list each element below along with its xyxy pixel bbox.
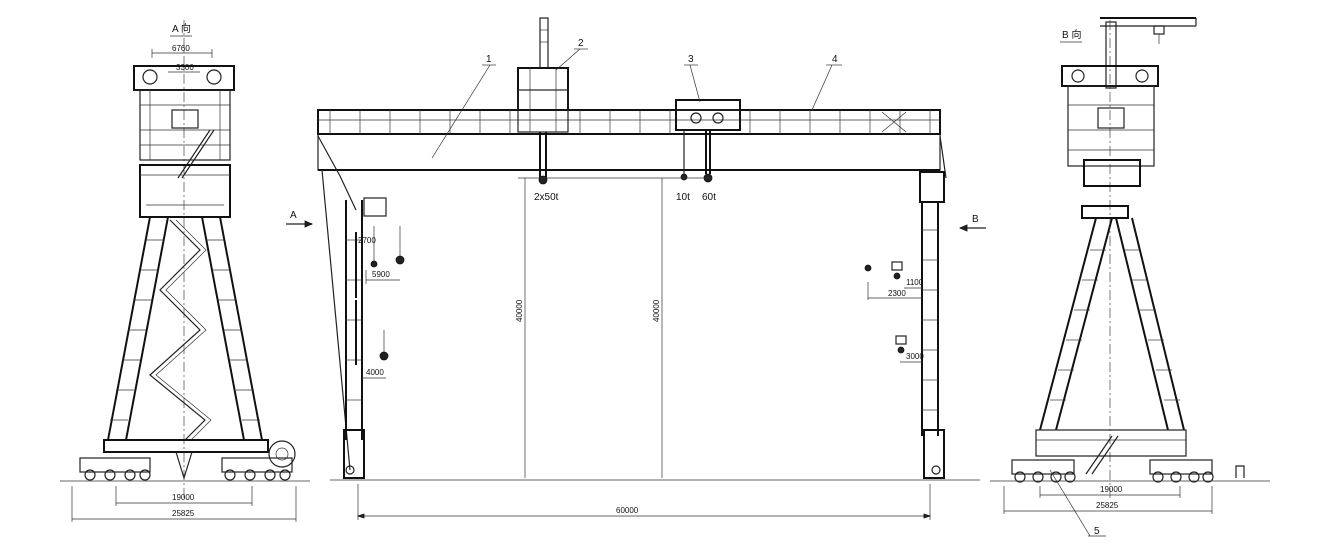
right-leg-base	[923, 429, 945, 479]
view-b-apex	[1081, 205, 1129, 219]
view-a-dim-bottom-outer: 25825	[172, 509, 195, 518]
right-leg-head	[919, 171, 945, 203]
view-a-platform	[139, 164, 231, 218]
callout-5: 5	[1094, 526, 1100, 537]
arrow-a-label: A	[290, 210, 297, 221]
view-a-dim-top-inner: 3300	[176, 63, 194, 72]
main-hook	[538, 175, 548, 185]
girder-railing	[329, 110, 931, 134]
arrow-b-label: B	[972, 214, 979, 225]
view-b-dim-bottom-outer: 25825	[1096, 501, 1119, 510]
view-b-bogies	[1011, 459, 1214, 483]
callout-4: 4	[832, 54, 838, 65]
dim-right-top: 1100	[906, 278, 924, 287]
view-a-sill-beam	[103, 439, 269, 453]
callouts: 1 2 3 4	[431, 38, 842, 159]
view-b-mast	[1105, 21, 1117, 89]
dim-right-low: 3000	[906, 352, 924, 361]
view-front: A B 2x50t	[286, 17, 986, 520]
dim-right-mid: 2300	[888, 289, 906, 298]
callout-3: 3	[688, 54, 694, 65]
view-b: B 向	[990, 17, 1270, 537]
view-b-girder-section	[1067, 85, 1155, 167]
trolley-2-mast	[539, 17, 549, 69]
load-main: 2x50t	[534, 192, 559, 203]
view-a-dim-bottom-inner: 19000	[172, 493, 195, 502]
view-a-cable-reel	[268, 440, 296, 468]
view-b-ladder	[1085, 435, 1113, 475]
callout-1: 1	[486, 54, 492, 65]
callout-2: 2	[578, 38, 584, 49]
view-a-bogies	[79, 457, 293, 481]
view-a-dim-top-outer: 6760	[172, 44, 190, 53]
dim-left-mid: 5900	[372, 270, 390, 279]
view-b-sill-beam	[1035, 429, 1187, 457]
view-a-girder-section	[139, 89, 231, 161]
left-leg-base	[343, 429, 365, 479]
view-b-leg-left	[1039, 217, 1097, 431]
view-a-title: A 向	[172, 22, 191, 35]
view-a-leg-right	[201, 216, 245, 441]
view-b-leg-right	[1115, 217, 1169, 431]
dim-left-top: 2700	[358, 236, 376, 245]
view-a-leg-left	[107, 216, 151, 441]
trolley-2	[517, 67, 569, 111]
dim-span: 60000	[616, 506, 639, 515]
trolley-3	[675, 99, 741, 131]
view-a-staircase	[149, 219, 206, 441]
view-b-dim-bottom-inner: 19000	[1100, 485, 1123, 494]
load-aux-large: 60t	[702, 192, 716, 203]
dim-height-aux: 40000	[652, 299, 661, 322]
view-b-title: B 向	[1062, 28, 1081, 41]
operator-cab	[363, 197, 387, 217]
load-aux-small: 10t	[676, 192, 690, 203]
view-a: A 向 6760 3300	[60, 20, 310, 522]
dim-left-low: 4000	[366, 368, 384, 377]
dim-height-main: 40000	[515, 299, 524, 322]
main-girder	[317, 109, 941, 171]
